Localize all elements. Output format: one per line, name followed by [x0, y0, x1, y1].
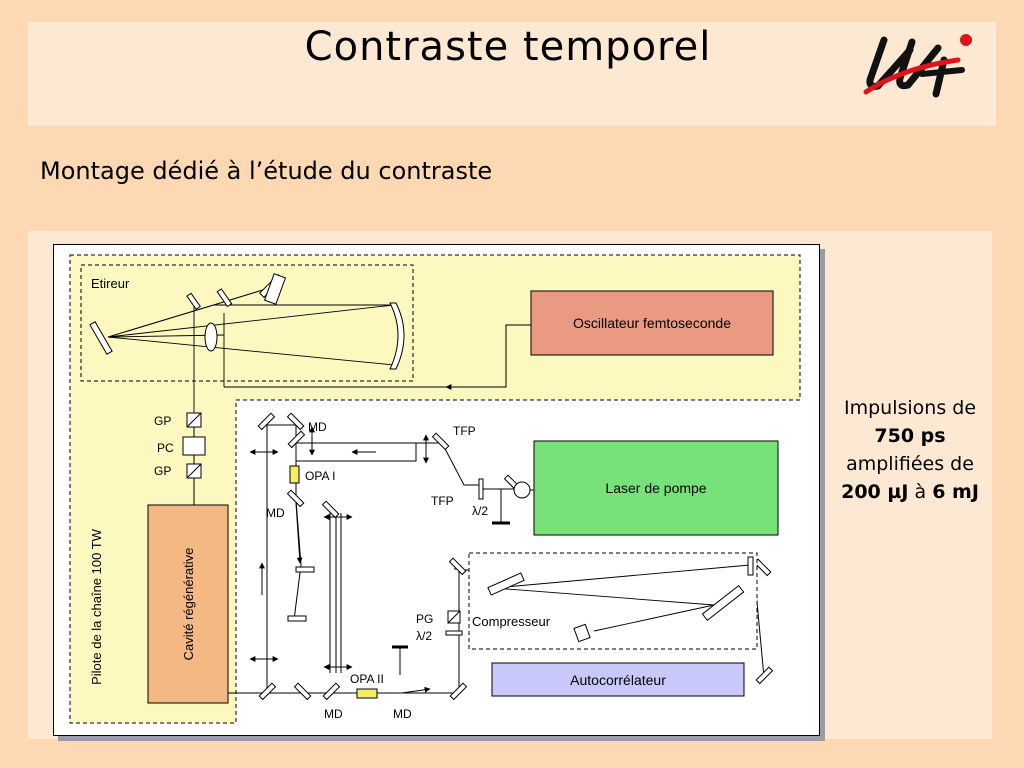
compressor-label: Compresseur: [472, 614, 551, 629]
regen-cavity-label: Cavité régénérative: [181, 548, 196, 661]
compressor-grating-2: [701, 584, 745, 622]
side-note: Impulsions de 750 ps amplifiées de 200 µ…: [822, 394, 998, 506]
stretcher-mirror-2: [216, 288, 233, 308]
side-note-line3: amplifiées de: [846, 453, 974, 475]
waveplate-2-label: λ/2: [416, 629, 432, 643]
opa2-crystal: [356, 688, 378, 699]
compressor-entry: [747, 556, 754, 576]
autocorrelator-box: [491, 662, 745, 697]
subtitle: Montage dédié à l’étude du contraste: [40, 157, 493, 185]
lab-logo: [863, 34, 972, 98]
stretcher-grating-left: [89, 321, 113, 355]
opa1-crystal: [289, 465, 300, 484]
oscillator-box: [530, 290, 774, 356]
side-note-energy-from: 200 µJ: [841, 481, 909, 503]
stretcher-mirror-1: [186, 292, 201, 310]
waveplate-1-label: λ/2: [472, 504, 488, 518]
compressor-grating-1: [487, 572, 525, 596]
compressor-box: [468, 552, 758, 650]
page-title: Contraste temporel: [304, 24, 712, 70]
stretcher-grating: [263, 273, 287, 305]
pg-label: PG: [416, 612, 433, 626]
side-note-duration: 750 ps: [874, 425, 946, 447]
opa2-label: OPA II: [350, 672, 384, 686]
md-left-label: MD: [266, 506, 285, 520]
compressor-beams: [493, 564, 751, 632]
pump-laser-box: [533, 440, 779, 536]
stretcher-concave-mirror: [389, 302, 405, 370]
pump-laser-label: Laser de pompe: [605, 480, 706, 496]
oscillator-label: Oscillateur femtoseconde: [573, 315, 731, 331]
md-top-label: MD: [308, 420, 327, 434]
side-note-line1: Impulsions de: [843, 397, 977, 419]
stretcher-box: [80, 264, 414, 382]
title-bar: [28, 22, 996, 126]
gp-bottom-label: GP: [154, 464, 171, 478]
setup-schematic: Etireur Oscillateur femtoseconde: [69, 254, 801, 724]
side-note-connector: à: [914, 481, 927, 503]
stretcher-label: Etireur: [91, 276, 130, 291]
pc-label: PC: [157, 441, 174, 455]
mirrors: [257, 412, 774, 701]
pilot-label: Pilote de la chaîne 100 TW: [89, 528, 104, 685]
autocorrelator-label: Autocorrélateur: [570, 672, 666, 688]
md-bottom-left-label: MD: [324, 707, 343, 721]
oscillator-link: [499, 324, 531, 388]
pump-lens: [513, 481, 531, 499]
waveplate-2: [445, 630, 463, 636]
tfp-bottom-label: TFP: [431, 494, 454, 508]
stretcher-lens: [204, 322, 218, 352]
compressor-mirror: [573, 623, 591, 643]
side-note-energy-to: 6 mJ: [932, 481, 979, 503]
tfp-top-label: TFP: [453, 424, 476, 438]
waveplate-1: [478, 478, 484, 500]
md-bottom-right-label: MD: [393, 707, 412, 721]
pc-box: [182, 436, 206, 456]
regen-cavity-box: [147, 504, 229, 704]
logo-dot: [960, 34, 972, 46]
opa1-label: OPA I: [305, 469, 335, 483]
gp-top-label: GP: [154, 414, 171, 428]
setup-diagram: Etireur Oscillateur femtoseconde: [53, 244, 820, 736]
